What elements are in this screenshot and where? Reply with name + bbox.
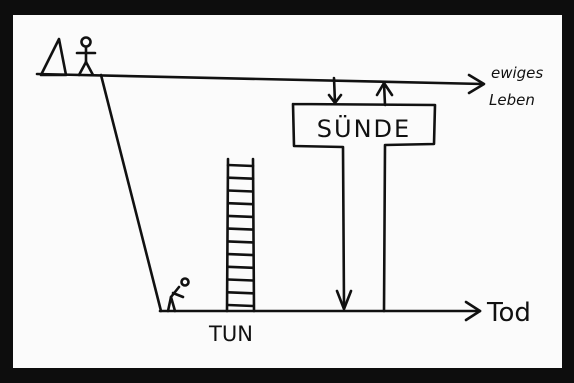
top-line — [35, 72, 485, 86]
cliff-slope-line — [99, 73, 163, 313]
ladder-rung — [226, 291, 255, 295]
eternal-life-label-line2: Leben — [489, 91, 535, 109]
ladder-rung — [226, 240, 255, 244]
drawing-panel: ewiges Leben SÜNDE TUN Tod — [13, 15, 562, 368]
ladder-rung — [226, 163, 255, 168]
ladder-rung — [226, 189, 255, 193]
down-arrow-shaft-upper — [332, 76, 337, 105]
ladder-rung — [226, 176, 255, 180]
ladder-rung — [226, 227, 255, 231]
bottom-arrowhead — [464, 300, 482, 322]
eternal-life-label-line1: ewiges — [491, 64, 543, 82]
ladder-rung — [226, 303, 255, 308]
ladder-icon — [225, 157, 256, 313]
top-arrowhead — [467, 73, 486, 95]
ladder-rung — [226, 201, 255, 206]
ladder-rung — [226, 265, 255, 270]
ladder-rung — [226, 214, 255, 219]
sin-sign-box — [291, 102, 437, 313]
person-icon-bottom — [166, 277, 190, 313]
ladder-rung — [226, 252, 255, 257]
ladder-label: TUN — [208, 322, 253, 346]
ladder-rung — [226, 278, 255, 282]
sin-sign-label: SÜNDE — [317, 114, 411, 143]
down-arrow-head-lower — [335, 289, 353, 311]
diagram-canvas: ewiges Leben SÜNDE TUN Tod — [35, 36, 543, 346]
person-icon-top — [75, 36, 97, 77]
triangle-icon — [39, 37, 68, 77]
up-arrow-shaft — [382, 81, 387, 107]
death-label: Tod — [486, 298, 531, 328]
